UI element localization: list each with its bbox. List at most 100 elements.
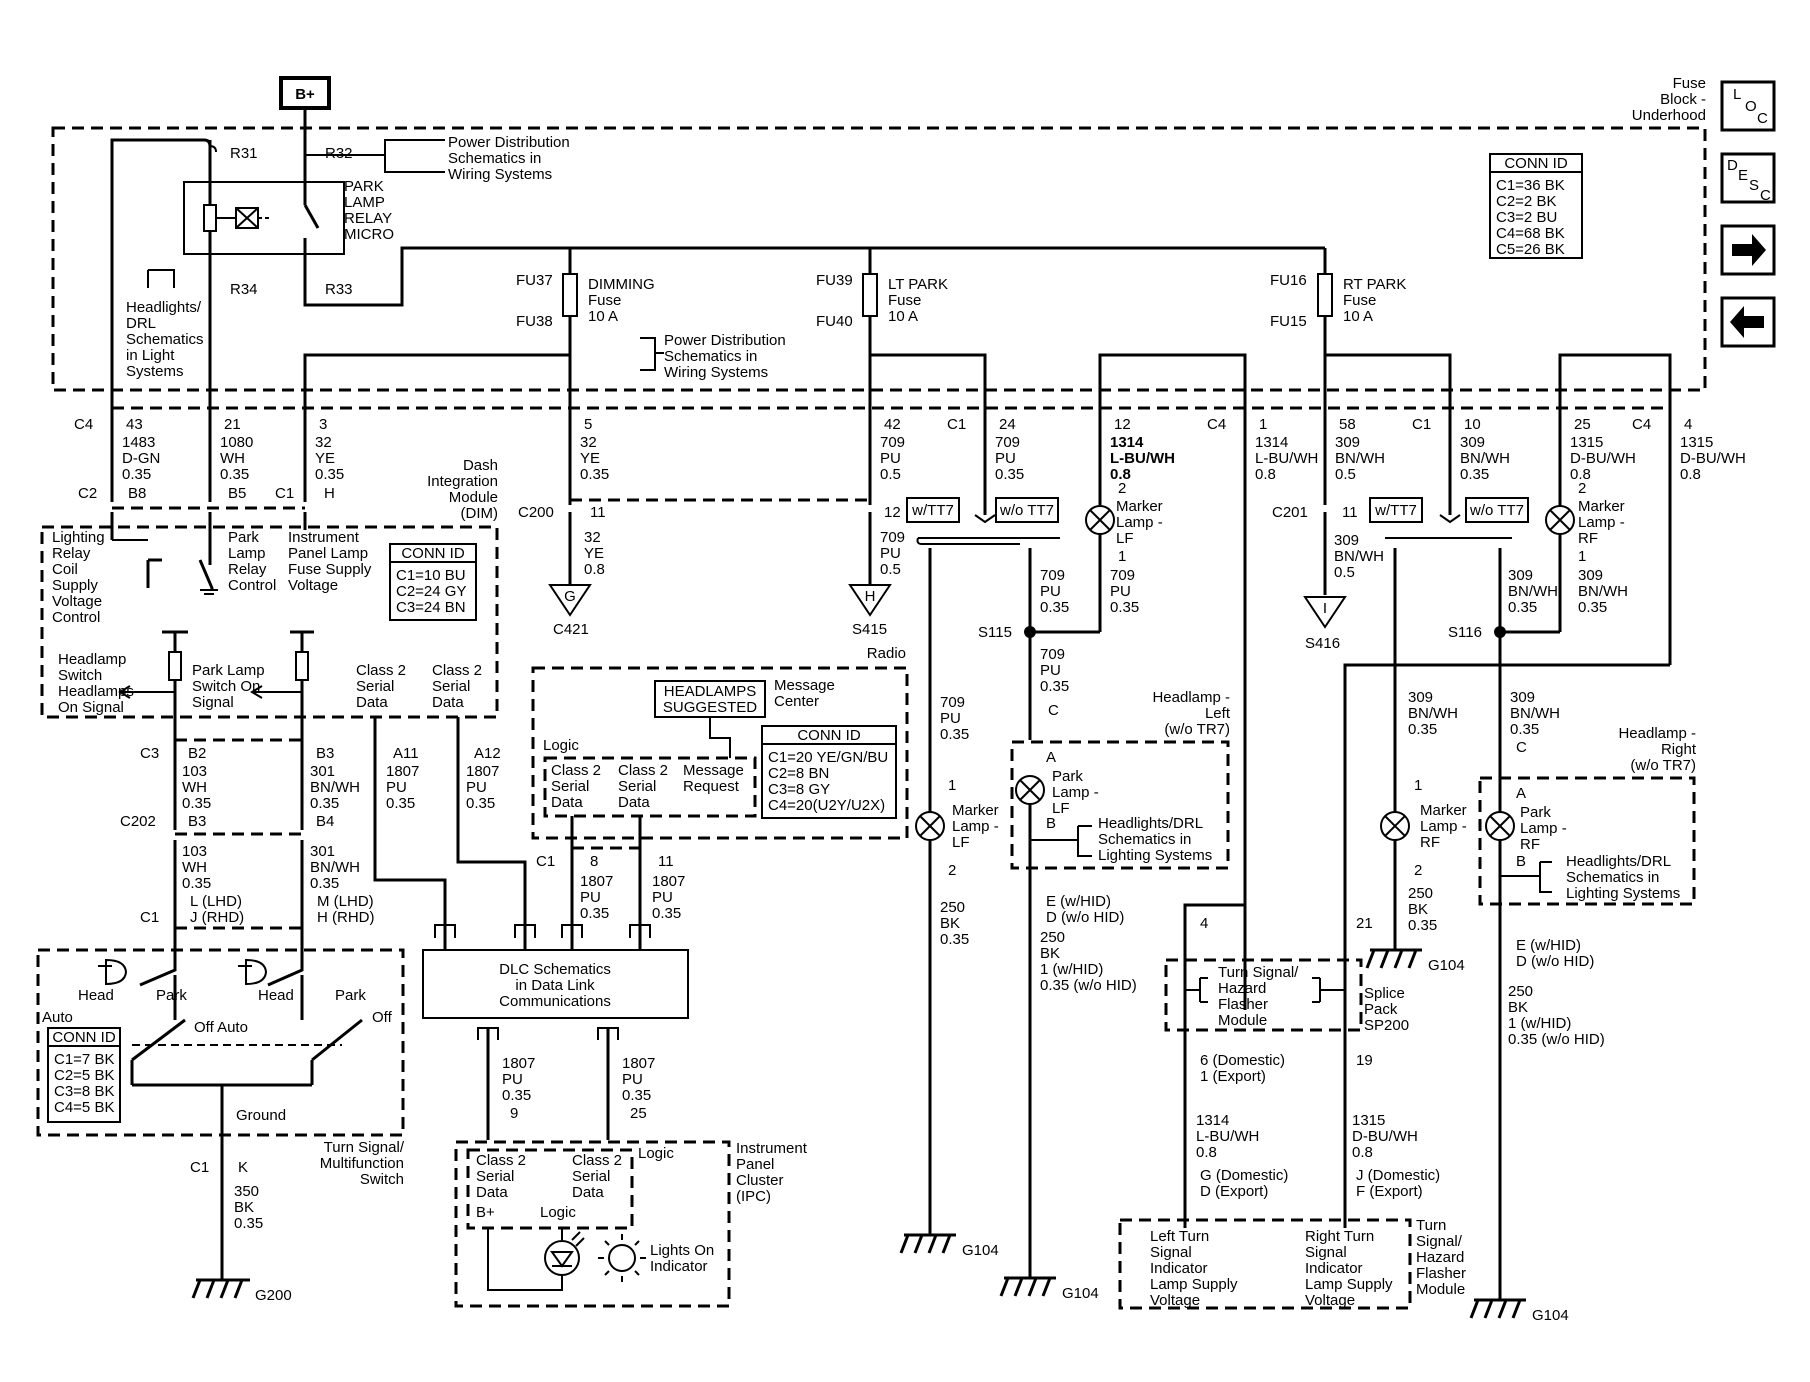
wire-label: 1807 [652,873,685,890]
flasher-label: Voltage [1305,1292,1355,1309]
wo-tt7-tag [1465,497,1529,523]
ground-label: G104 [1428,957,1465,974]
dimming-fuse [562,273,578,317]
wire-label: BN/WH [1510,705,1560,722]
right-arrow-icon [1732,234,1766,266]
radio-label: Class 2 [551,762,601,779]
pin-label: 1 [1414,777,1422,794]
pin-label: 2 [1118,480,1126,497]
wire-label: 1807 [622,1055,655,1072]
pin-label: 42 [884,416,901,433]
wire-circuit-label: 309 [1335,434,1360,451]
wire-gauge-label: 0.5 [880,466,901,483]
pin-label: 1 [1578,548,1586,565]
headlamp-icon [238,958,268,986]
fuse-label: Fuse [588,292,621,309]
desc-button[interactable]: D E S C [1720,152,1776,204]
wire-color-label: YE [580,450,600,467]
fuse-label: 10 A [588,308,618,325]
pin-label: B4 [316,813,334,830]
relay-label: LAMP [344,194,385,211]
wire-label: 309 [1578,567,1603,584]
loc-button[interactable]: L O C [1720,80,1776,132]
wire-label: 32 [584,529,601,546]
radio-module-boundary [531,666,909,840]
conn-id-row: C3=8 BK [54,1083,114,1100]
pin-label: 6 (Domestic) [1200,1052,1285,1069]
radio-label: Center [774,693,819,710]
wire-color-label: PU [995,450,1016,467]
wire-color-label: D-BU/WH [1570,450,1636,467]
wire-label: 1 (w/HID) [1508,1015,1571,1032]
wire-label: PU [386,779,407,796]
pin-label: M (LHD) [317,893,374,910]
dim-label: Panel Lamp [288,545,368,562]
wire-label: BN/WH [310,779,360,796]
wire-label: 301 [310,843,335,860]
wire-label: BK [1408,901,1428,918]
module-title: Integration [427,473,498,490]
wire-label: 250 [940,899,965,916]
dim-label: Control [52,609,100,626]
ref-label: Schematics in [1566,869,1659,886]
ipc-label: Class 2 [476,1152,526,1169]
ipc-label: Data [476,1184,508,1201]
wire-label: 0.5 [1334,564,1355,581]
radio-label: Data [618,794,650,811]
conn-id-row: C4=20(U2Y/U2X) [768,797,885,814]
wire-label: 250 [1508,983,1533,1000]
ref-label: Systems [126,363,184,380]
pin-label: 12 [884,504,901,521]
wire-label: 0.35 [1578,599,1607,616]
wire-circuit-label: 32 [315,434,332,451]
ref-label: Headlights/DRL [1566,853,1671,870]
fuse-block-label: Underhood [1632,107,1706,124]
next-arrow-button[interactable] [1720,224,1776,276]
conn-id-row: C4=5 BK [54,1099,114,1116]
wire-gauge-label: 0.35 [580,466,609,483]
fuse-label: FU37 [516,272,553,289]
conn-id-row: C1=20 YE/GN/BU [768,749,888,766]
ground-label: G104 [1532,1307,1569,1324]
wire-label: BN/WH [1408,705,1458,722]
pin-label: C [1048,702,1059,719]
wire-label: 0.35 [1408,721,1437,738]
dlc-label: in Data Link [515,977,595,994]
conn-ref-label: H [865,588,876,605]
ipc-label: Data [572,1184,604,1201]
wire-label: BK [1040,945,1060,962]
ground-icon [899,1233,956,1254]
switch-position-label: Head [258,987,294,1004]
module-title: Panel [736,1156,774,1173]
prev-arrow-button[interactable] [1720,296,1776,348]
pin-label: A [1046,749,1056,766]
splice-label: S116 [1448,624,1482,641]
wire-gauge-label: 0.35 [315,466,344,483]
dim-label: Lamp [228,545,266,562]
pin-label: A11 [393,745,419,762]
conn-label: C202 [120,813,156,830]
fuse-block-label: Block - [1660,91,1706,108]
desc-letter: S [1749,177,1759,194]
fuse-label: RT PARK [1343,276,1406,293]
fuse-block-boundary [51,126,1707,392]
wire-circuit-label: 32 [580,434,597,451]
pin-label: H [324,485,335,502]
wire-color-label: YE [315,450,335,467]
pin-label: 5 [584,416,592,433]
wire-label: 1807 [466,763,499,780]
wire-circuit-label: 1315 [1680,434,1713,451]
radio-label: Message [683,762,744,779]
lamp-label: Park [1052,768,1083,785]
module-title: Module [1416,1281,1465,1298]
relay-label: PARK [344,178,384,195]
wire-label: 709 [1040,567,1065,584]
pin-label: B2 [188,745,206,762]
module-title: (DIM) [461,505,499,522]
wire-gauge-label: 0.35 [1460,466,1489,483]
pin-label: 11 [1342,504,1358,521]
wire-label: D-BU/WH [1352,1128,1418,1145]
conn-label: C200 [518,504,554,521]
pin-label: 9 [510,1105,518,1122]
fuse-label: Fuse [1343,292,1376,309]
